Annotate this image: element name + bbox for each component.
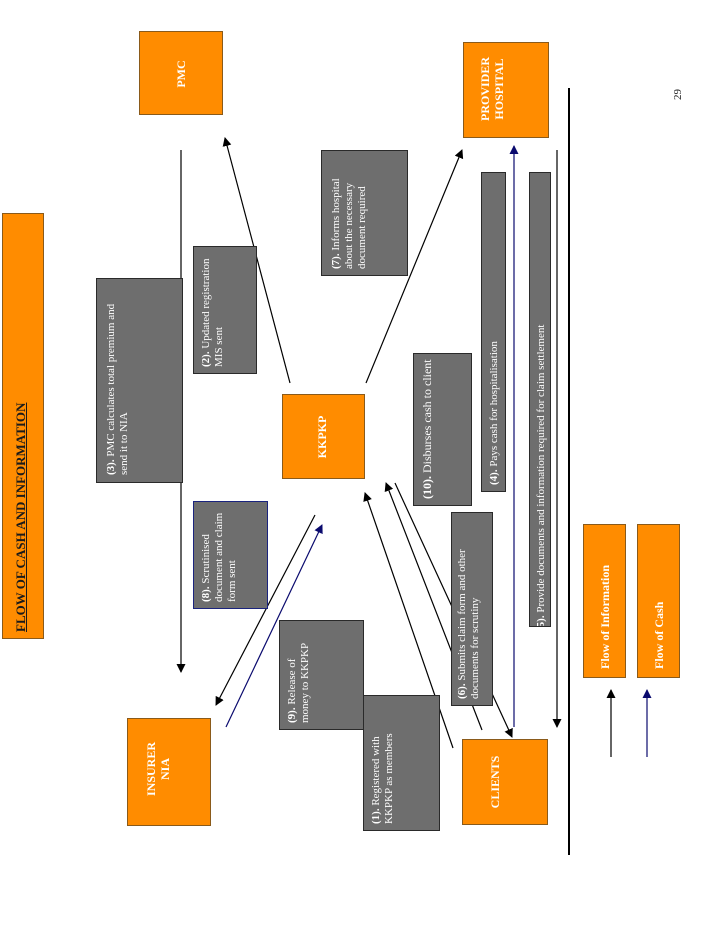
step-7-note: (7). Informs hospital about the necessar…	[321, 150, 408, 276]
step-3-note: (3). PMC calculates total premium and se…	[96, 278, 183, 483]
insurer-box: INSURER NIA	[127, 718, 211, 826]
step-8-text: (8). Scrutinised document and claim form…	[200, 512, 238, 602]
step-10-note: (10). Disburses cash to client	[413, 353, 472, 506]
clients-box: CLIENTS	[462, 739, 548, 825]
title-box: FLOW OF CASH AND INFORMATION	[2, 213, 44, 639]
kkpkp-box: KKPKP	[282, 394, 365, 479]
provider-hospital-label: PROVIDER HOSPITAL	[478, 49, 506, 129]
insurer-label: INSURER NIA	[144, 731, 172, 807]
provider-label: PROVIDER	[478, 57, 492, 122]
pmc-box: PMC	[139, 31, 223, 115]
arrow-kkpkp-hospital	[365, 149, 464, 384]
step-5-text: (5). Provide documents and information r…	[535, 324, 547, 627]
legend-cash-label: Flow of Cash	[652, 601, 666, 669]
legend-information-label: Flow of Information	[598, 565, 612, 669]
legend-cash-box: Flow of Cash	[637, 524, 680, 678]
step-4-note: (4). Pays cash for hospitalisation	[481, 172, 506, 492]
arrow-insurer-kkpkp-cash	[225, 524, 323, 728]
hospital-label: HOSPITAL	[492, 58, 506, 120]
step-7-text: (7). Informs hospital about the necessar…	[330, 178, 368, 269]
arrow-kkpkp-pmc	[222, 137, 291, 384]
step-10-text: (10). Disburses cash to client	[420, 359, 434, 499]
arrow-kkpkp-insurer	[215, 514, 316, 706]
provider-hospital-box: PROVIDER HOSPITAL	[463, 42, 549, 138]
clients-label: CLIENTS	[488, 755, 502, 809]
legend-information-box: Flow of Information	[583, 524, 626, 678]
step-9-note: (9). Release of money to KKPKP	[279, 620, 364, 730]
step-2-note: (2). Updated registration MIS sent	[193, 246, 257, 374]
insurer-name: INSURER	[144, 742, 158, 797]
step-3-text: (3). PMC calculates total premium and se…	[105, 303, 130, 475]
step-6-text: (6). Submits claim form and other docume…	[456, 549, 481, 699]
page-number: 29	[672, 89, 684, 100]
step-6-note: (6). Submits claim form and other docume…	[451, 512, 493, 706]
step-1-text: (1). Registered with KKPKP as members	[370, 733, 395, 824]
kkpkp-label: KKPKP	[315, 415, 329, 459]
step-2-text: (2). Updated registration MIS sent	[200, 258, 225, 367]
step-9-text: (9). Release of money to KKPKP	[286, 642, 311, 723]
step-4-text: (4). Pays cash for hospitalisation	[488, 341, 500, 485]
step-1-note: (1). Registered with KKPKP as members	[363, 695, 440, 831]
pmc-label: PMC	[174, 60, 188, 88]
step-8-note: (8). Scrutinised document and claim form…	[193, 501, 268, 609]
step-5-note: (5). Provide documents and information r…	[529, 172, 551, 627]
nia-name: NIA	[158, 758, 172, 781]
